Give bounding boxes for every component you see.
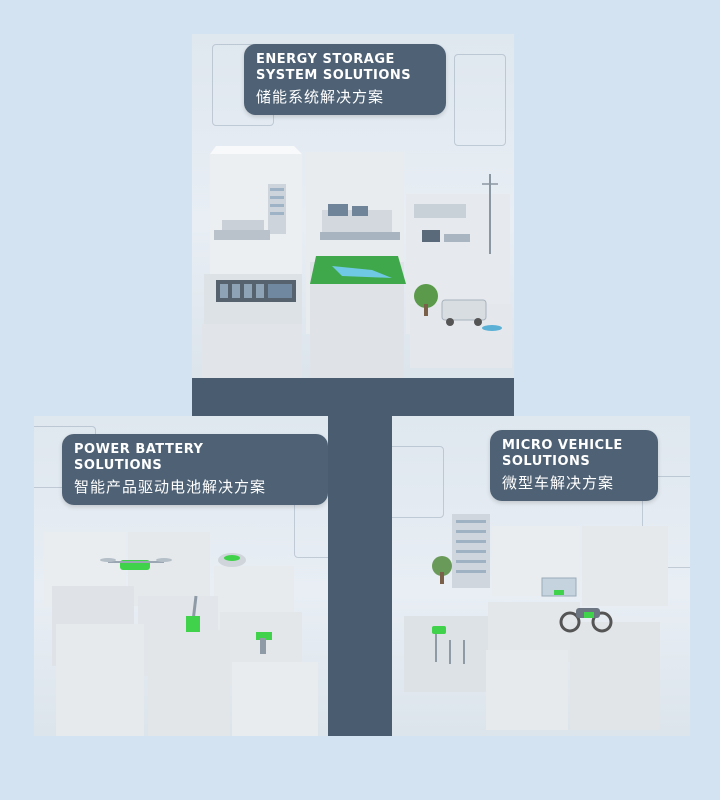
energy-storage-illustration [202, 146, 512, 378]
power-battery-panel: POWER BATTERY SOLUTIONS 智能产品驱动电池解决方案 [34, 416, 328, 736]
energy-storage-label: ENERGY STORAGE SYSTEM SOLUTIONS 储能系统解决方案 [244, 44, 446, 115]
micro-vehicle-illustration [404, 514, 668, 730]
energy-storage-title-en: ENERGY STORAGE SYSTEM SOLUTIONS [256, 52, 412, 83]
micro-vehicle-title-en: MICRO VEHICLE SOLUTIONS [502, 438, 623, 469]
background-groove [454, 54, 506, 146]
power-battery-title-zh: 智能产品驱动电池解决方案 [74, 478, 267, 496]
power-battery-title-en: POWER BATTERY SOLUTIONS [74, 442, 204, 473]
micro-vehicle-label: MICRO VEHICLE SOLUTIONS 微型车解决方案 [490, 430, 658, 501]
energy-storage-title-zh: 储能系统解决方案 [256, 88, 385, 106]
micro-vehicle-panel: MICRO VEHICLE SOLUTIONS 微型车解决方案 [392, 416, 690, 736]
background-groove [392, 446, 444, 518]
power-battery-illustration [44, 532, 318, 736]
power-battery-label: POWER BATTERY SOLUTIONS 智能产品驱动电池解决方案 [62, 434, 328, 505]
energy-storage-panel: ENERGY STORAGE SYSTEM SOLUTIONS 储能系统解决方案 [192, 34, 514, 378]
connector-spine-vertical [328, 410, 394, 736]
micro-vehicle-title-zh: 微型车解决方案 [502, 474, 615, 492]
